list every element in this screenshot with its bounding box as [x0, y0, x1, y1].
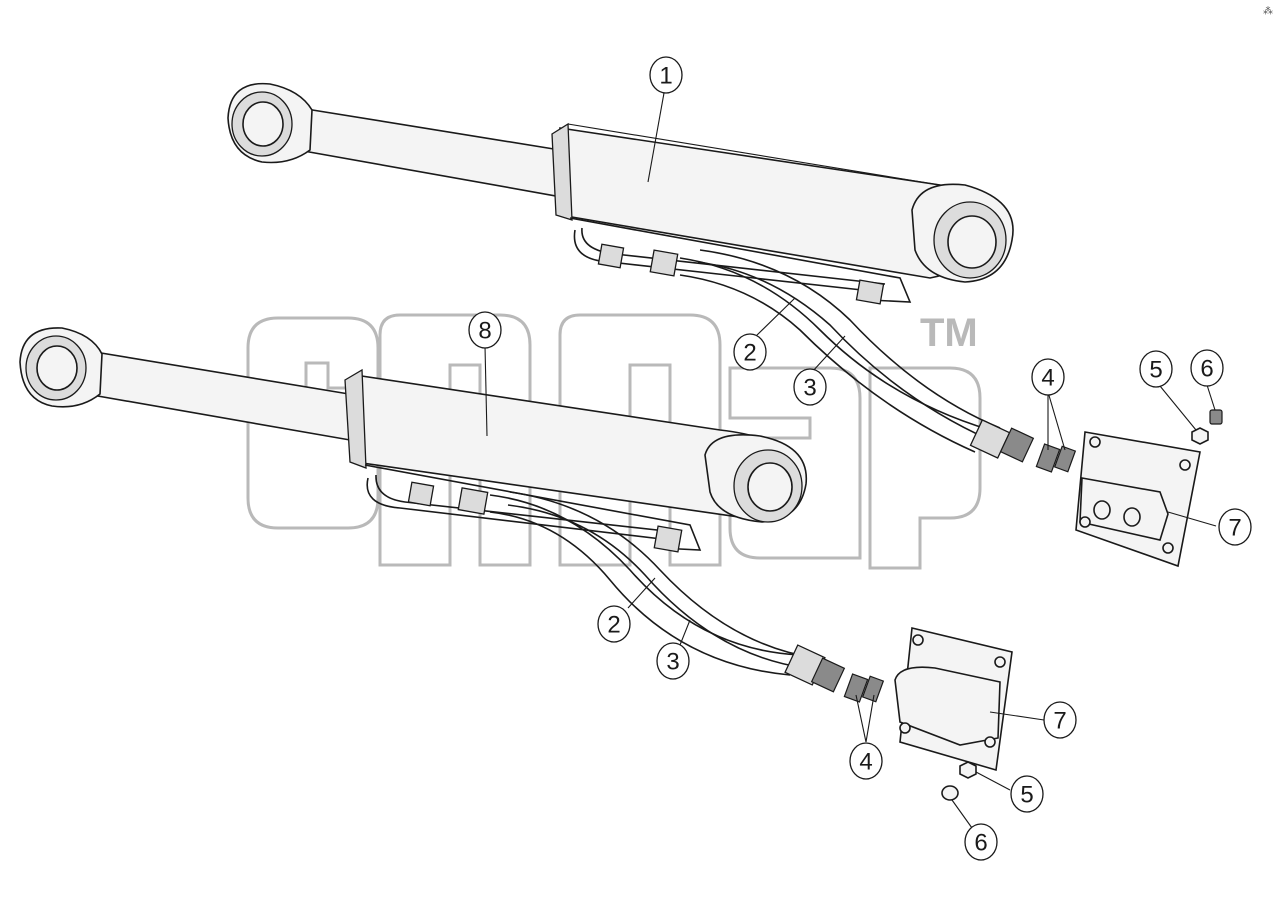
callout-circle — [597, 605, 631, 643]
callout-circle — [964, 823, 998, 861]
callout-label: 5 — [1020, 782, 1033, 809]
lower-valve-block — [894, 627, 1013, 772]
callout-7: 7 — [1043, 701, 1077, 739]
callout-circle — [1190, 349, 1224, 387]
callout-2: 2 — [733, 333, 767, 371]
callout-circle — [1043, 701, 1077, 739]
upper-washer-and-bolt — [1191, 409, 1223, 445]
lower-washer-and-bolt — [941, 761, 977, 801]
leader-lines — [484, 92, 1217, 829]
watermark-logo: TM — [246, 311, 982, 570]
callout-label: 6 — [1200, 356, 1213, 383]
callout-circle — [1010, 775, 1044, 813]
callout-circle — [649, 56, 683, 94]
callout-8: 8 — [468, 311, 502, 349]
callout-label: 1 — [659, 63, 672, 90]
callout-2: 2 — [597, 605, 631, 643]
callout-label: 4 — [1041, 365, 1054, 392]
callout-circle — [733, 333, 767, 371]
callout-3: 3 — [656, 642, 690, 680]
callout-label: 3 — [803, 375, 816, 402]
upper-hydraulic-cylinder — [227, 82, 1077, 473]
upper-valve-block — [1075, 431, 1201, 568]
callout-4: 4 — [849, 742, 883, 780]
callout-label: 7 — [1053, 708, 1066, 735]
callout-label: 8 — [478, 318, 491, 345]
callout-group: 1 2 3 4 5 6 7 8 2 3 4 5 6 7 — [468, 56, 1252, 861]
callout-6: 6 — [964, 823, 998, 861]
callout-4: 4 — [1031, 358, 1065, 396]
callout-label: 4 — [859, 749, 872, 776]
callout-circle — [468, 311, 502, 349]
callout-label: 3 — [666, 649, 679, 676]
callout-circle — [656, 642, 690, 680]
callout-circle — [1031, 358, 1065, 396]
corner-mark: ⁂ — [1263, 6, 1273, 17]
callout-label: 2 — [743, 340, 756, 367]
callout-circle — [849, 742, 883, 780]
callout-label: 2 — [607, 612, 620, 639]
callout-7: 7 — [1218, 508, 1252, 546]
callout-label: 6 — [974, 830, 987, 857]
callout-6: 6 — [1190, 349, 1224, 387]
callout-circle — [1139, 350, 1173, 388]
callout-circle — [1218, 508, 1252, 546]
callout-5: 5 — [1139, 350, 1173, 388]
callout-5: 5 — [1010, 775, 1044, 813]
callout-3: 3 — [793, 368, 827, 406]
callout-label: 7 — [1228, 515, 1241, 542]
lower-hydraulic-cylinder — [19, 327, 885, 703]
callout-circle — [793, 368, 827, 406]
callout-1: 1 — [649, 56, 683, 94]
callout-label: 5 — [1149, 357, 1162, 384]
watermark-trademark: TM — [920, 311, 978, 355]
